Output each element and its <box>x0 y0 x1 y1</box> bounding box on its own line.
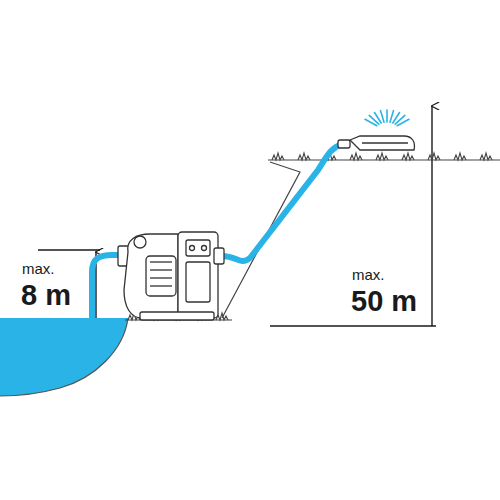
pump <box>118 232 224 320</box>
dimension-line <box>38 249 100 250</box>
dimension-prefix: max. <box>22 261 55 276</box>
delivery-hose <box>222 144 342 261</box>
sprinkler <box>338 136 415 150</box>
suction-hose <box>92 255 122 340</box>
dimension-prefix: max. <box>352 267 385 282</box>
dimension-value: 8 m <box>21 281 71 310</box>
water <box>0 318 128 396</box>
bank-line <box>0 318 128 396</box>
dimension-line <box>270 325 436 326</box>
dimension-value: 50 m <box>351 287 417 316</box>
dimension-arrow <box>431 106 432 326</box>
water-spray <box>365 110 409 126</box>
